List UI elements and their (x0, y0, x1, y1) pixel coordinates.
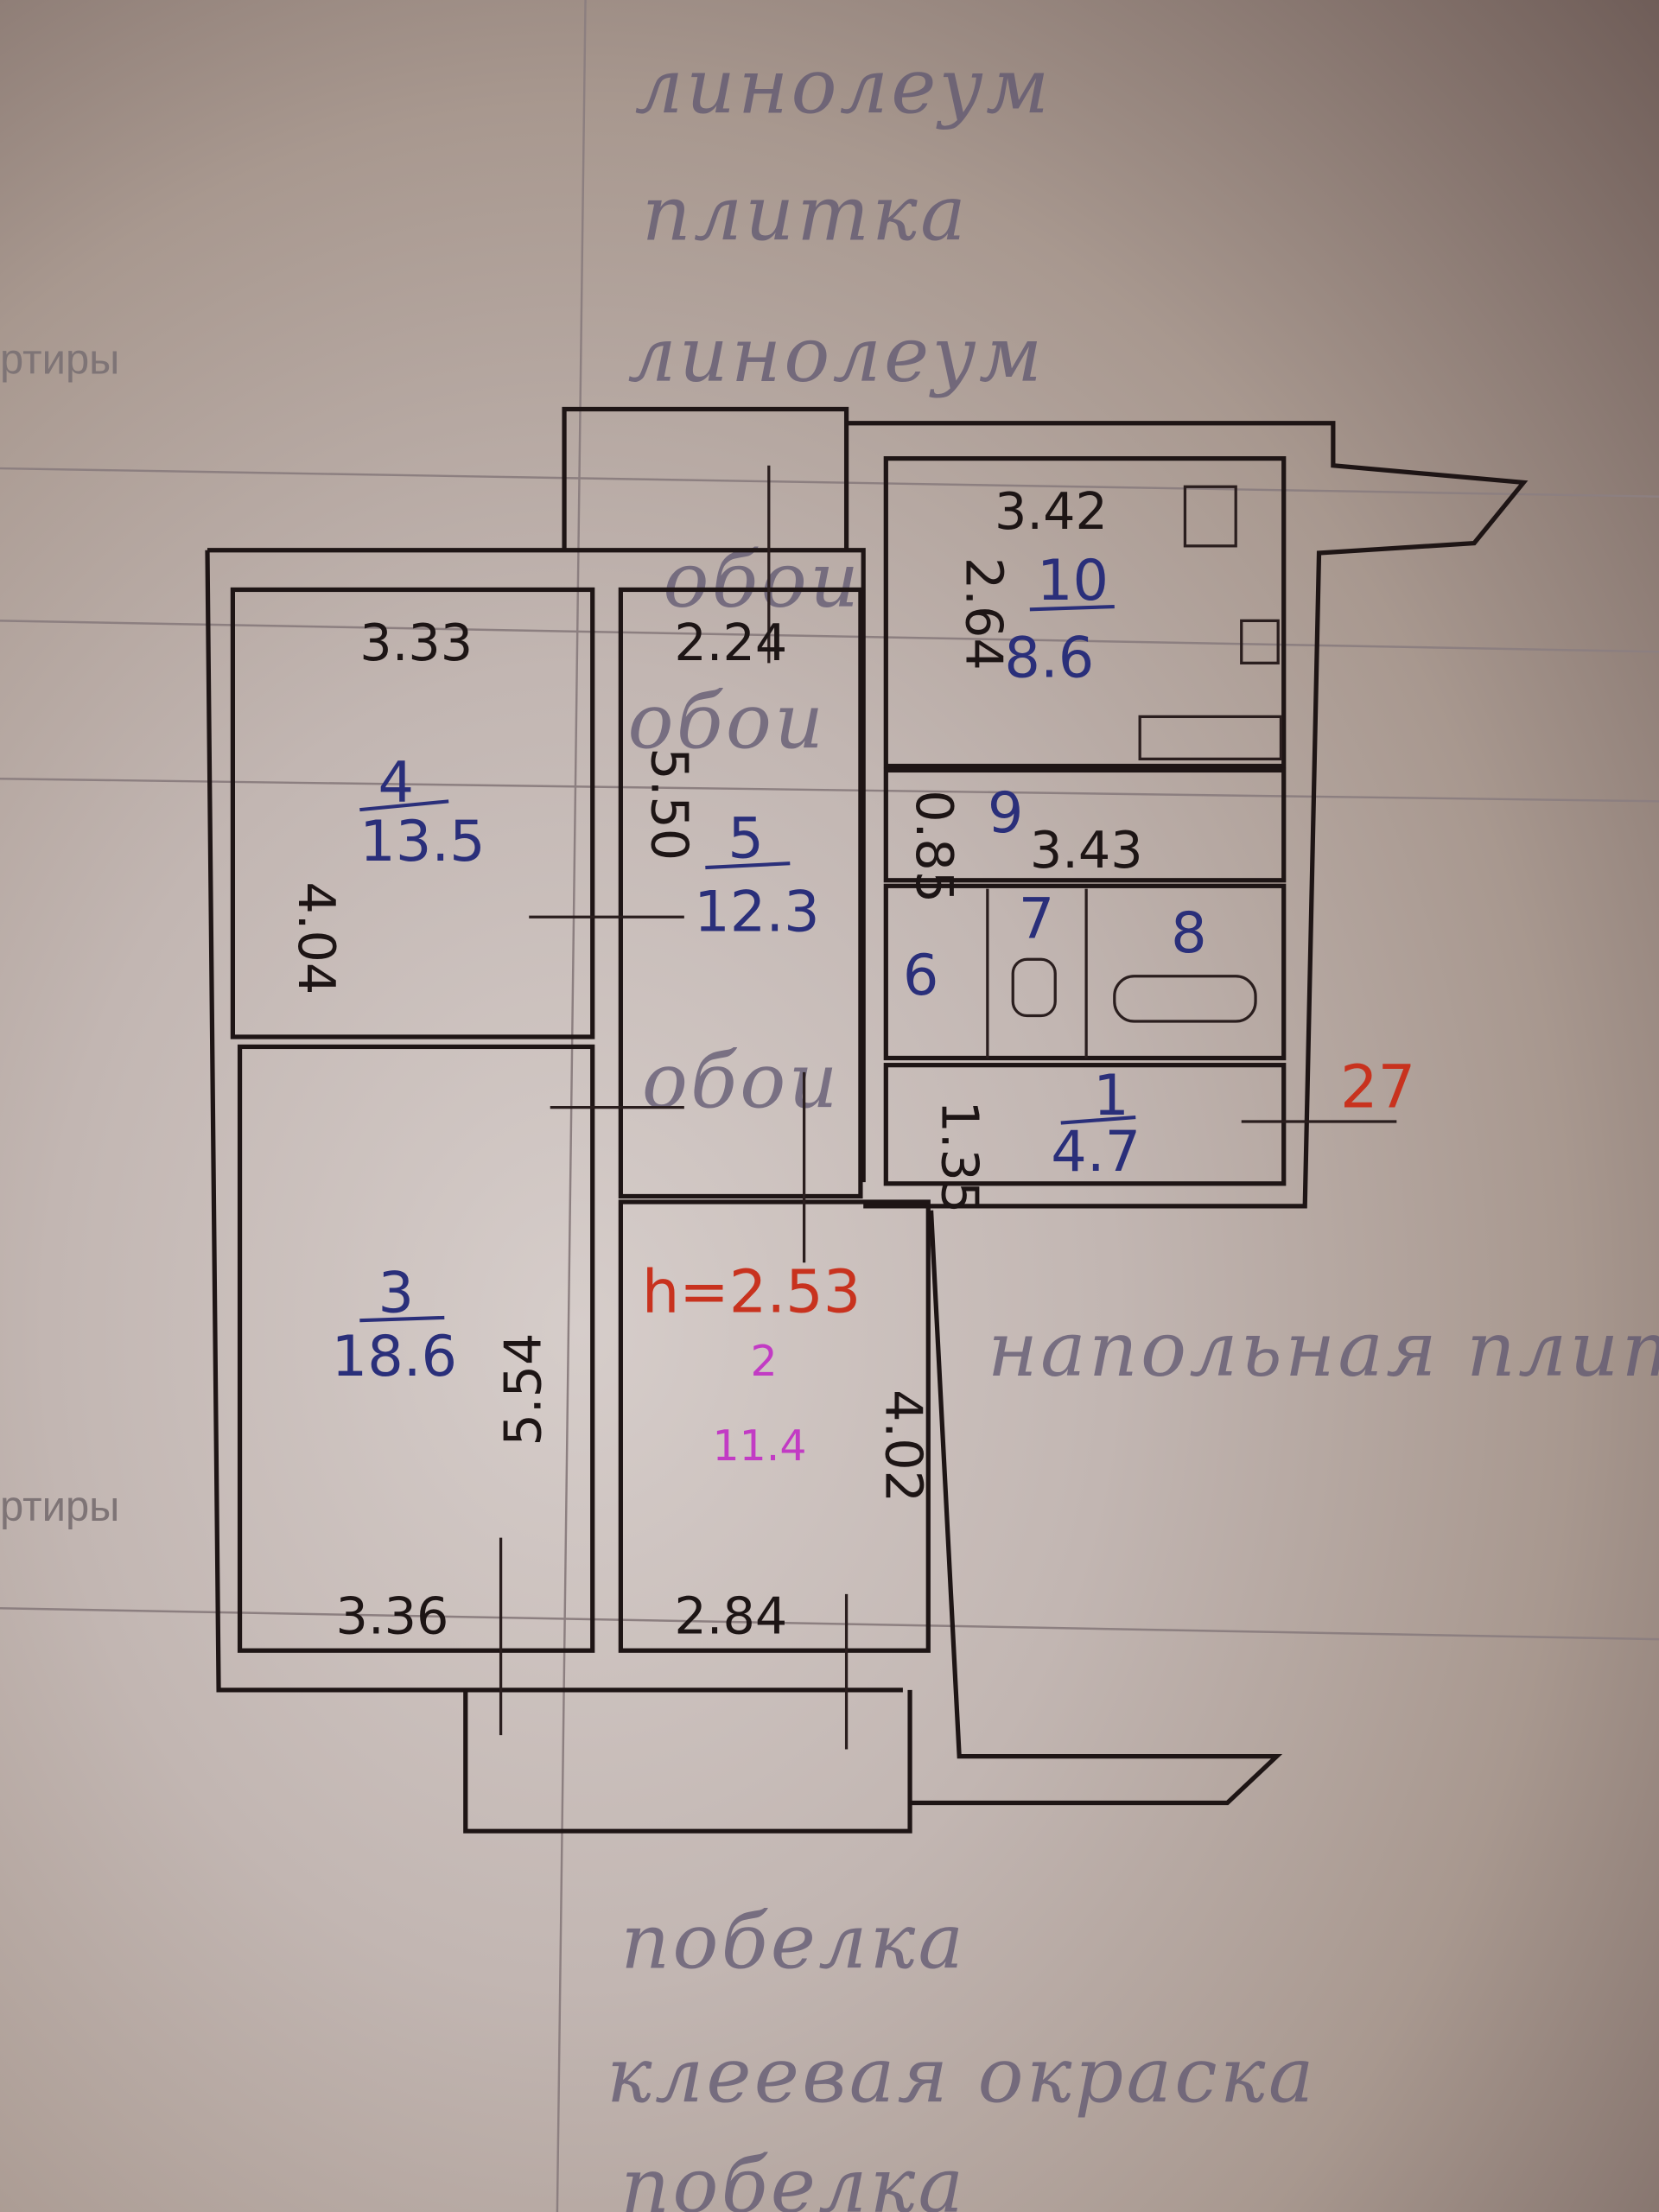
finish-note: плитка (642, 169, 969, 258)
finish-note: клеевая окраска (607, 2031, 1317, 2120)
room-number: 5 (728, 806, 764, 872)
red-marker: 27 (1340, 1053, 1415, 1122)
room-width: 2.24 (674, 613, 787, 672)
finish-note: линолеум (628, 310, 1046, 399)
room-10-kitchen: 3.42 2.64 10 8.6 (954, 481, 1115, 691)
room-width: 2.84 (674, 1586, 787, 1646)
walls (205, 406, 1529, 1834)
room-8: 8 (1171, 900, 1207, 966)
room-number: 3 (378, 1260, 415, 1325)
room-depth: 0.85 (905, 790, 964, 903)
finish-note: обои (628, 677, 827, 766)
room-depth: 4.02 (874, 1389, 933, 1503)
ceiling-height: h=2.53 (642, 1257, 861, 1326)
room-number: 9 (988, 780, 1024, 846)
room-depth: 4.04 (287, 881, 346, 995)
room-area: 13.5 (359, 809, 485, 874)
room-depth: 1.35 (931, 1100, 990, 1213)
finish-note: линолеум (635, 42, 1052, 131)
room-area: 8.6 (1004, 626, 1094, 691)
room-width: 3.43 (1030, 820, 1143, 880)
room-area: 12.3 (694, 880, 819, 945)
room-area: 18.6 (332, 1324, 457, 1389)
room-width: 3.36 (336, 1586, 449, 1646)
finish-note: обои (642, 1037, 841, 1126)
room-depth: 2.64 (954, 557, 1014, 671)
room-number: 10 (1037, 548, 1109, 613)
finish-note: побелка (620, 1897, 966, 1986)
room-width: 3.42 (995, 481, 1108, 541)
room-1-hall: 1 4.7 1.35 (931, 1063, 1141, 1214)
room-depth: 5.50 (639, 747, 699, 861)
room-area: 4.7 (1051, 1119, 1141, 1185)
finish-note: побелка (620, 2141, 966, 2212)
margin-label: ртиры (0, 337, 119, 384)
room-depth: 5.54 (493, 1333, 552, 1446)
finish-note: напольная плитка (988, 1305, 1659, 1394)
room-4: 3.33 4.04 4 13.5 (287, 613, 486, 995)
room-2: h=2.53 2 11.4 4.02 2.84 (642, 1257, 933, 1645)
room-6: 6 (903, 943, 939, 1008)
room-3: 3 18.6 5.54 3.36 (332, 1260, 553, 1645)
room-5: 2.24 5.50 5 12.3 (639, 613, 819, 944)
room-number: 2 (751, 1337, 778, 1386)
room-7: 7 (1019, 887, 1055, 952)
margin-label: ртиры (0, 1484, 119, 1530)
room-9-corridor: 9 3.43 0.85 (905, 780, 1142, 903)
room-width: 3.33 (359, 613, 473, 672)
room-area: 11.4 (712, 1421, 806, 1471)
